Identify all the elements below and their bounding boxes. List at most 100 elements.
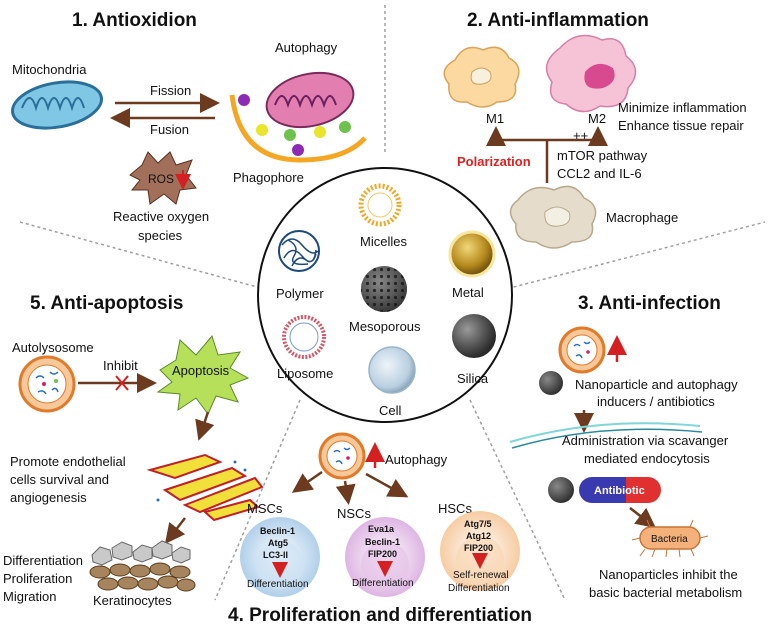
inhibit-line2: basic bacterial metabolism <box>589 585 742 600</box>
hsc-result: Self-renewal <box>453 570 509 581</box>
inflammation-title: 2. Anti-inflammation <box>467 10 649 31</box>
section-dividers <box>19 5 766 601</box>
ros-burst-icon <box>129 151 197 205</box>
membrane-icon <box>511 428 703 449</box>
micelles-icon <box>358 183 402 227</box>
autophagy-label: Autophagy <box>275 40 338 55</box>
liposome-icon <box>282 315 326 359</box>
endothelial-down-arrow <box>164 517 186 544</box>
np-line2: inducers / antibiotics <box>597 394 715 409</box>
endothelial-cells-icon <box>146 453 264 522</box>
cell-icon <box>368 346 416 394</box>
autophagosome-icon <box>265 71 355 129</box>
msc-marker: LC3-II <box>263 550 288 560</box>
hsc-marker: Atg12 <box>466 531 491 541</box>
m1-label: M1 <box>486 111 504 126</box>
pathway-line2: CCL2 and IL-6 <box>557 166 642 181</box>
stem-branch-arrows <box>291 470 409 505</box>
mitochondria-label: Mitochondria <box>12 62 87 77</box>
m2-label: M2 <box>588 111 606 126</box>
polarization-arrows <box>486 126 608 183</box>
apoptosis-down-arrow <box>195 411 215 441</box>
cell-label: Cell <box>379 403 402 418</box>
pathway-line1: mTOR pathway <box>557 148 648 163</box>
fission-label: Fission <box>150 83 191 98</box>
fusion-label: Fusion <box>150 122 189 137</box>
membrane-icon <box>509 422 701 443</box>
mesoporous-icon <box>361 266 407 312</box>
bacteria-label: Bacteria <box>651 534 688 545</box>
apoptosis-burst-icon <box>156 334 250 415</box>
polarization-label: Polarization <box>457 154 531 169</box>
ros-line2: species <box>138 228 183 243</box>
vesicle-icon <box>284 129 296 141</box>
silica-icon <box>452 314 496 358</box>
inhibit-line1: Nanoparticles inhibit the <box>599 567 738 582</box>
hsc-result: Differentiation <box>448 583 510 594</box>
ros-label: ROS <box>148 172 174 186</box>
diff-line1: Differentiation <box>3 553 83 568</box>
m2-effect-line1: Minimize inflammation <box>618 100 747 115</box>
nsc-result: Differentiation <box>352 578 414 589</box>
diff-line2: Proliferation <box>3 571 72 586</box>
admin-line2: mediated endocytosis <box>584 451 710 466</box>
proliferation-title: 4. Proliferation and differentiation <box>228 605 532 626</box>
nsc-marker: Beclin-1 <box>365 537 400 547</box>
liposome-label: Liposome <box>277 366 333 381</box>
promote-line1: Promote endothelial <box>10 454 126 469</box>
antioxidation-title: 1. Antioxidion <box>72 10 197 31</box>
metal-label: Metal <box>452 285 484 300</box>
inhibit-cross-icon <box>115 375 129 391</box>
infection-title: 3. Anti-infection <box>578 293 721 314</box>
promote-line2: cells survival and <box>10 472 109 487</box>
polymer-label: Polymer <box>276 286 324 301</box>
msc-marker: Beclin-1 <box>260 526 295 536</box>
micelles-label: Micelles <box>360 234 407 249</box>
autolysosome-icon <box>18 355 76 413</box>
phagophore-membrane <box>229 94 367 163</box>
silica-label: Silica <box>457 371 489 386</box>
nsc-marker: FIP200 <box>368 549 397 559</box>
macrophage-icon <box>509 185 597 249</box>
nanoparticle-icon <box>548 477 574 503</box>
nanoparticle-icon <box>539 371 563 395</box>
metal-icon <box>448 230 496 278</box>
vesicle-icon <box>314 126 326 138</box>
nsc-marker: Eva1a <box>368 524 395 534</box>
apoptosis-label: Apoptosis <box>172 363 230 378</box>
vesicle-icon <box>339 121 351 133</box>
bacteria-icon <box>631 519 709 558</box>
capsule-arrow <box>629 507 656 529</box>
phagophore-label: Phagophore <box>233 170 304 185</box>
np-line1: Nanoparticle and autophagy <box>575 377 738 392</box>
m2-macrophage-icon <box>545 34 637 113</box>
msc-marker: Atg5 <box>268 538 288 548</box>
inhibit-label: Inhibit <box>103 358 138 373</box>
macrophage-label: Macrophage <box>606 210 678 225</box>
msc-result: Differentiation <box>247 579 309 590</box>
vesicle-icon <box>292 144 304 156</box>
keratinocytes-icon <box>89 540 196 592</box>
diff-line3: Migration <box>3 589 56 604</box>
polymer-icon <box>278 230 320 272</box>
nanoparticle-carrier-icon <box>558 326 606 374</box>
promote-line3: angiogenesis <box>10 490 87 505</box>
stem-carrier-icon <box>318 432 366 480</box>
nscs-label: NSCs <box>337 506 371 521</box>
hsc-marker: FIP200 <box>464 543 493 553</box>
hsc-marker: Atg7/5 <box>464 519 492 529</box>
stem-autophagy-label: Autophagy <box>385 452 448 467</box>
mscs-label: MSCs <box>247 501 283 516</box>
m1-macrophage-icon <box>443 46 520 108</box>
m2-effect-line2: Enhance tissue repair <box>618 118 744 133</box>
autolysosome-label: Autolysosome <box>12 340 94 355</box>
mitochondria-icon <box>11 80 103 130</box>
hscs-label: HSCs <box>438 501 472 516</box>
admin-line1: Administration via scavanger <box>562 433 729 448</box>
keratinocytes-label: Keratinocytes <box>93 593 172 608</box>
antibiotic-label: Antibiotic <box>594 485 645 497</box>
antibiotic-capsule-icon <box>579 477 661 503</box>
apoptosis-title: 5. Anti-apoptosis <box>30 293 183 314</box>
mesoporous-label: Mesoporous <box>349 319 421 334</box>
